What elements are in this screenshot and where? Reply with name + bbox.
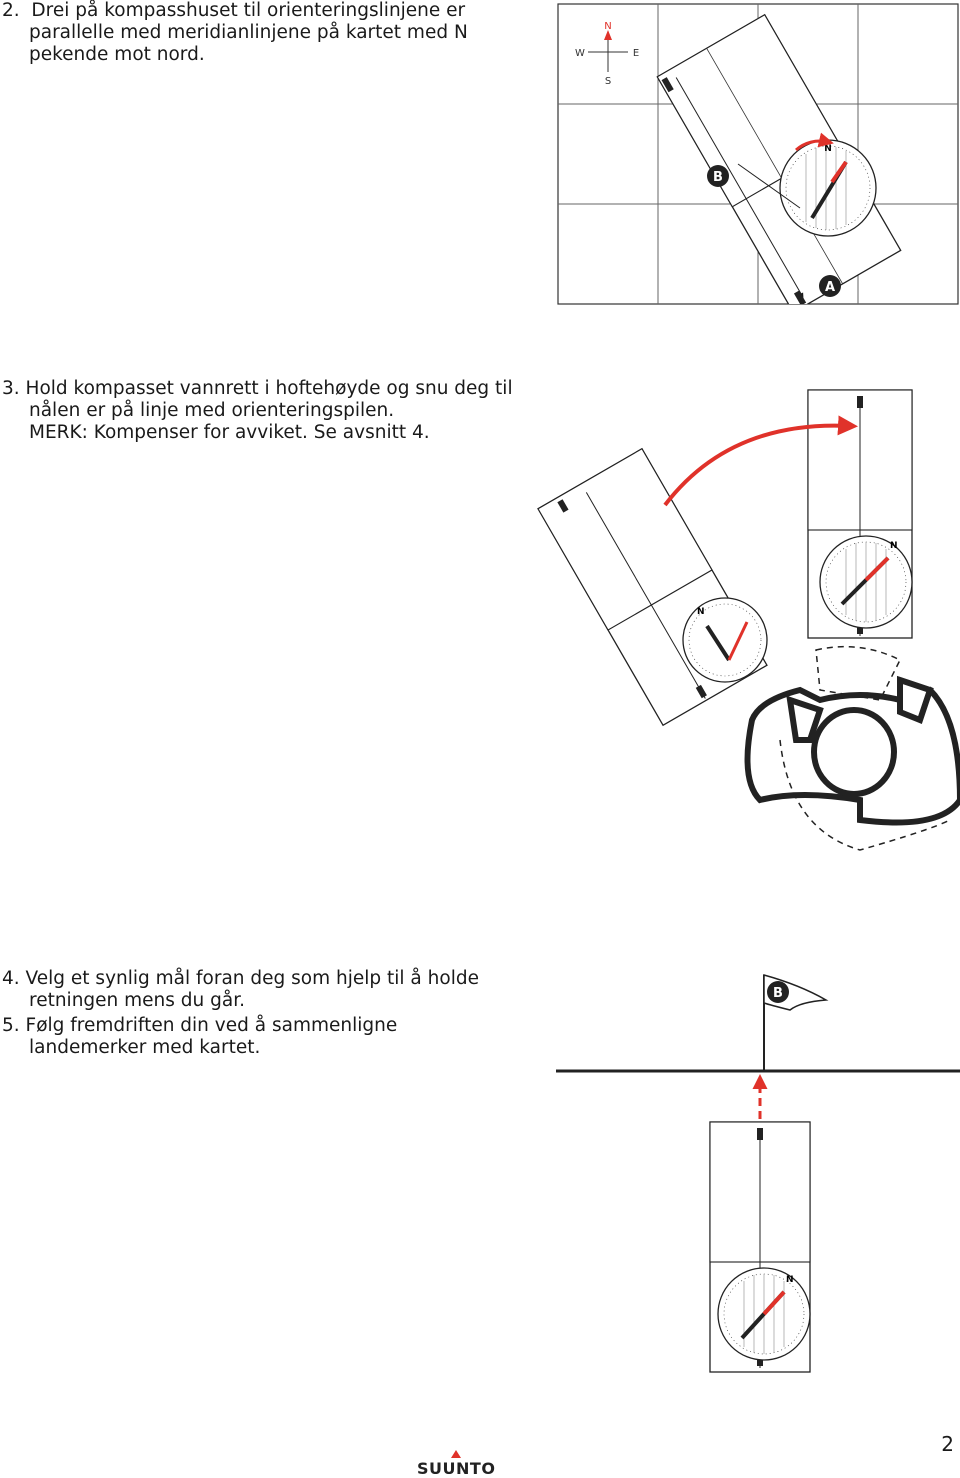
page-number: 2 — [941, 1432, 954, 1456]
step-text-line: parallelle med meridianlinjene på kartet… — [29, 22, 468, 43]
compass-rose-icon: N S E W — [575, 21, 639, 87]
step-text-line: retningen mens du går. — [29, 990, 246, 1011]
person-top-view — [744, 645, 960, 851]
bezel-n: N — [697, 607, 705, 617]
rose-w: W — [575, 48, 585, 59]
svg-text:A: A — [825, 280, 835, 295]
step-text-line: landemerker med kartet. — [29, 1037, 261, 1058]
step-text-line: nålen er på linje med orienteringspilen. — [29, 400, 395, 421]
step-number: 4. — [2, 968, 20, 989]
rotation-arrow — [663, 415, 858, 507]
step-number: 2. — [2, 0, 20, 21]
svg-text:B: B — [773, 986, 783, 1001]
compass-bezel-2: N — [682, 597, 768, 683]
suunto-logo: SUUNTO — [417, 1459, 496, 1478]
step-text-line: Følg fremdriften din ved å sammenligne — [25, 1015, 398, 1036]
marker-b: B — [707, 165, 729, 187]
step-text-line: Hold kompasset vannrett i hoftehøyde og … — [25, 378, 513, 399]
step-3: 3. Hold kompasset vannrett i hoftehøyde … — [2, 378, 542, 444]
step-text-line: MERK: Kompenser for avviket. Se avsnitt … — [29, 422, 430, 443]
bezel-n: N — [786, 1275, 794, 1285]
step-text-line: Velg et synlig mål foran deg som hjelp t… — [25, 968, 479, 989]
figure-map: N S E W — [557, 3, 959, 305]
figure-turning: N N — [537, 389, 960, 851]
bezel-n: N — [890, 541, 898, 551]
step-5: 5. Følg fremdriften din ved å sammenlign… — [2, 1015, 522, 1059]
step-number: 3. — [2, 378, 20, 399]
step-4: 4. Velg et synlig mål foran deg som hjel… — [2, 968, 522, 1012]
figure-target: B N — [556, 974, 960, 1373]
rose-e: E — [633, 48, 639, 59]
step-text-line: Drei på kompasshuset til orienteringslin… — [31, 0, 466, 21]
upright-compass: N — [807, 389, 913, 639]
marker-a: A — [819, 275, 841, 297]
rose-n: N — [604, 21, 611, 32]
svg-text:B: B — [713, 170, 723, 185]
step-text-line: pekende mot nord. — [29, 44, 205, 65]
tilted-compass-2 — [537, 447, 768, 727]
rose-s: S — [605, 76, 611, 87]
bezel-n: N — [824, 144, 832, 154]
upright-compass-3: N — [709, 1121, 811, 1373]
compass-bezel: N — [779, 139, 877, 237]
logo-triangle-icon — [451, 1450, 461, 1458]
step-number: 5. — [2, 1015, 20, 1036]
step-2: 2. Drei på kompasshuset til orienterings… — [2, 0, 522, 66]
marker-b-flag: B — [767, 981, 789, 1003]
